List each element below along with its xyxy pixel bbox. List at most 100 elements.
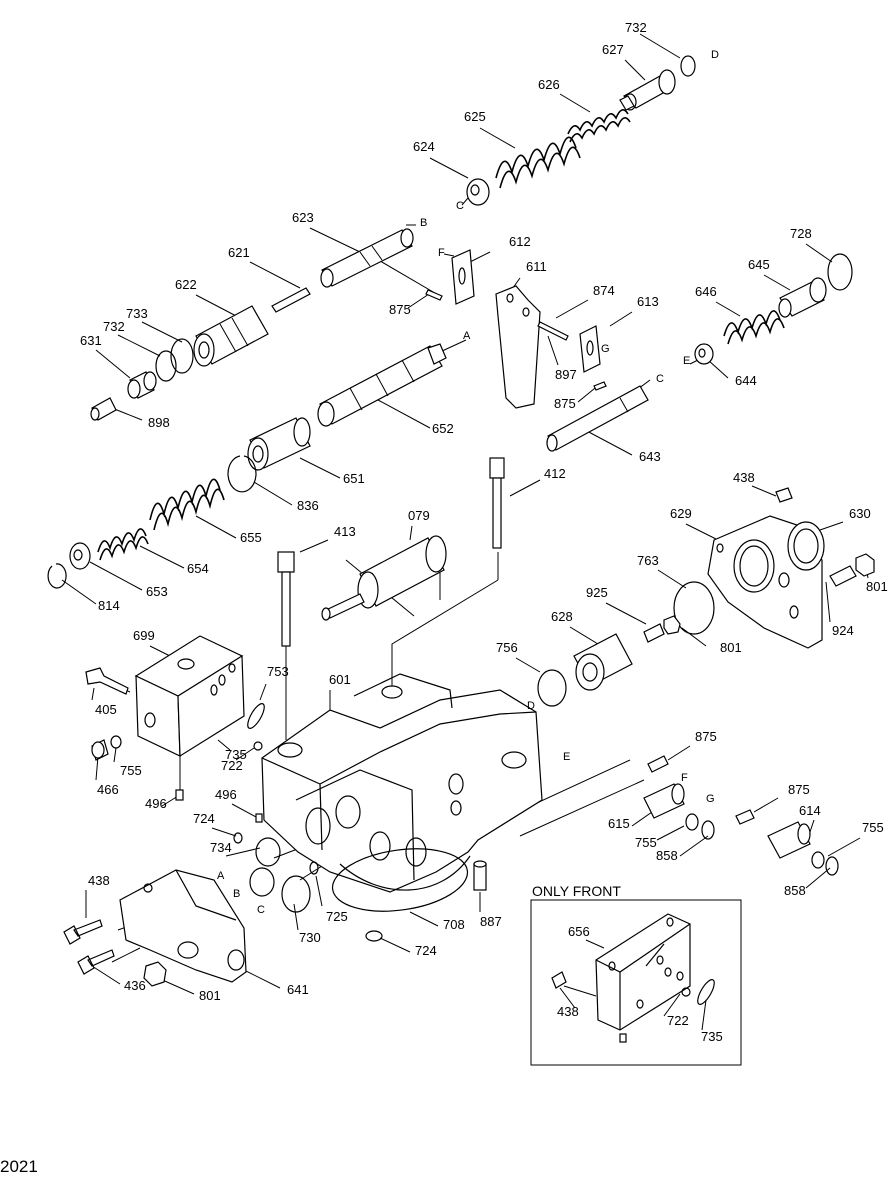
part-725-oring — [309, 861, 319, 875]
callout-c724b: 724 — [415, 943, 437, 958]
part-627 — [619, 69, 676, 111]
callout-c438a: 438 — [733, 470, 755, 485]
part-438-bolt-c — [551, 971, 567, 989]
part-755-ring-c — [811, 851, 825, 869]
part-653-washer — [69, 542, 91, 570]
part-858-ring-a — [701, 820, 715, 840]
callout-c699: 699 — [133, 628, 155, 643]
callout-c874: 874 — [593, 283, 615, 298]
callout-c623: 623 — [292, 210, 314, 225]
letter-lD1: D — [711, 49, 719, 61]
part-413-bolt — [277, 551, 295, 647]
callout-c801a: 801 — [866, 579, 888, 594]
callout-c735a: 735 — [225, 747, 247, 762]
part-763-oring — [673, 581, 715, 635]
part-756-oring — [537, 669, 567, 707]
part-925-screw — [643, 623, 665, 643]
part-405-bolt — [85, 667, 129, 695]
callout-c412: 412 — [544, 466, 566, 481]
callout-c621: 621 — [228, 245, 250, 260]
callout-c898: 898 — [148, 415, 170, 430]
part-801-nut-b — [663, 615, 681, 635]
callout-c613: 613 — [637, 294, 659, 309]
callout-c438c: 438 — [557, 1004, 579, 1019]
callout-c836: 836 — [297, 498, 319, 513]
letter-lC3: C — [257, 904, 265, 916]
callout-c625: 625 — [464, 109, 486, 124]
part-438-bolt-b — [63, 919, 103, 945]
part-875-pin-d — [735, 809, 755, 825]
part-079-solenoid — [321, 535, 447, 621]
callout-c735b: 735 — [701, 1029, 723, 1044]
part-622-sleeve — [193, 305, 269, 367]
callout-c641: 641 — [287, 982, 309, 997]
part-722-oring-b — [681, 987, 691, 997]
callout-c728: 728 — [790, 226, 812, 241]
letter-lB2: B — [233, 888, 240, 900]
part-438-bolt-a — [775, 487, 793, 503]
callout-c755b: 755 — [635, 835, 657, 850]
part-641-cover — [119, 869, 247, 983]
part-646-spring — [723, 310, 785, 345]
part-652-spool — [317, 343, 447, 427]
letter-lG2: G — [706, 793, 715, 805]
callout-c438b: 438 — [88, 873, 110, 888]
callout-c466: 466 — [97, 782, 119, 797]
part-732-oring — [155, 350, 177, 382]
part-814-ring — [47, 563, 67, 589]
callout-c708: 708 — [443, 917, 465, 932]
letter-lF2: F — [681, 772, 688, 784]
part-722-oring-a — [253, 741, 263, 751]
callout-c627: 627 — [602, 42, 624, 57]
letter-lE1: E — [683, 355, 690, 367]
part-887-pin — [473, 860, 487, 891]
part-630-ring — [787, 521, 825, 571]
callout-c615: 615 — [608, 816, 630, 831]
callout-c622: 622 — [175, 277, 197, 292]
part-644-washer — [694, 343, 714, 365]
callout-c643: 643 — [639, 449, 661, 464]
callout-c612: 612 — [509, 234, 531, 249]
part-898 — [90, 397, 117, 421]
callout-c496b: 496 — [145, 796, 167, 811]
part-436-bolt — [77, 949, 115, 975]
callout-c925: 925 — [586, 585, 608, 600]
letter-lA2: A — [217, 870, 225, 882]
part-625-spring — [495, 136, 581, 189]
callout-c733: 733 — [126, 306, 148, 321]
part-753-oring — [247, 703, 265, 729]
part-615-plug — [643, 783, 685, 819]
callout-c924: 924 — [832, 623, 854, 638]
part-466-plug — [91, 739, 109, 761]
part-624-washer — [466, 178, 490, 206]
callout-c631: 631 — [80, 333, 102, 348]
callout-c601: 601 — [329, 672, 351, 687]
part-924-screw — [829, 565, 857, 587]
part-732-oring-top — [680, 55, 696, 77]
callout-c611: 611 — [526, 259, 547, 274]
callout-c755c: 755 — [862, 820, 884, 835]
part-735-oring-b — [697, 979, 715, 1005]
part-724-oring-a — [233, 832, 243, 844]
part-601-body — [261, 673, 543, 893]
part-755-ring-a — [110, 735, 122, 749]
letter-lG1: G — [601, 343, 610, 355]
part-oring-b — [249, 867, 275, 897]
callout-c655: 655 — [240, 530, 262, 545]
part-733-oring — [170, 338, 194, 374]
part-651-sleeve — [247, 417, 311, 471]
callout-c628: 628 — [551, 609, 573, 624]
callout-c629: 629 — [670, 506, 692, 521]
letter-lB1: B — [420, 217, 427, 229]
callout-c652: 652 — [432, 421, 454, 436]
part-631-bushing — [127, 371, 157, 399]
callout-c730: 730 — [299, 930, 321, 945]
callout-c646: 646 — [695, 284, 717, 299]
callout-c756: 756 — [496, 640, 518, 655]
callout-c644: 644 — [735, 373, 757, 388]
part-836-ring — [227, 455, 257, 493]
part-pin-inset — [619, 1033, 627, 1043]
callout-c734: 734 — [210, 840, 232, 855]
callout-c079: 079 — [408, 508, 430, 523]
